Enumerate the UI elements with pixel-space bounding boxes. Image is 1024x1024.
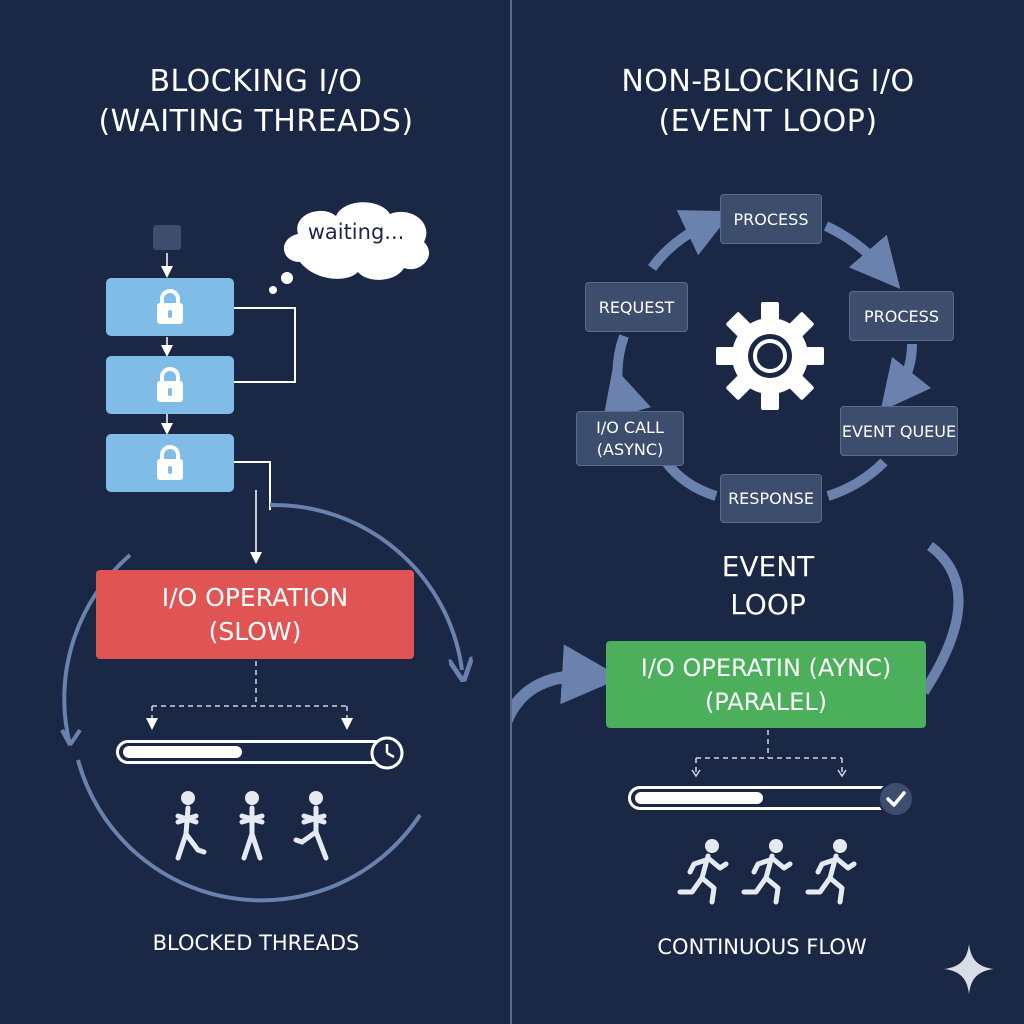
thread-box: [106, 434, 234, 492]
check-icon: [878, 781, 914, 817]
slow-op-line1: I/O OPERATION: [161, 583, 349, 612]
blocked-threads-caption: BLOCKED THREADS: [152, 931, 360, 955]
async-op-line1: I/O OPERATIN (AYNC): [640, 654, 892, 682]
request-square: [153, 225, 181, 250]
running-person-icon: [741, 839, 793, 905]
running-people: [677, 839, 857, 905]
thread-box: [106, 356, 234, 414]
slow-op-line2: (SLOW): [208, 617, 302, 646]
lock-icon: [157, 289, 183, 324]
continuous-flow-caption: CONTINUOUS FLOW: [657, 935, 867, 959]
center-divider: [510, 0, 512, 1024]
nonblocking-title: NON-BLOCKING I/O (EVENT LOOP): [512, 62, 1024, 142]
loop-node-response: RESPONSE: [720, 474, 822, 523]
blocking-title: BLOCKING I/O (WAITING THREADS): [0, 62, 512, 142]
async-op-line2: (PARALEL): [704, 688, 828, 716]
sparkle-icon: [944, 944, 994, 994]
event-loop-cycle: [512, 210, 964, 778]
event-loop-label: EVENT LOOP: [721, 550, 815, 621]
standing-person-icon: [293, 791, 329, 861]
clock-icon: [370, 736, 404, 770]
thread-box: [106, 278, 234, 336]
gear-icon: [716, 302, 824, 410]
thought-bubble-icon: [269, 202, 430, 294]
async-io-operation: I/O OPERATIN (AYNC) (PARALEL): [606, 641, 926, 728]
blocking-title-line1: BLOCKING I/O: [149, 64, 363, 99]
running-person-icon: [805, 839, 857, 905]
blocking-progress-fill: [123, 746, 242, 758]
nonblocking-title-line1: NON-BLOCKING I/O: [621, 64, 915, 99]
standing-person-icon: [239, 791, 265, 861]
loop-node-event-queue: EVENT QUEUE: [840, 406, 958, 456]
nonblocking-progress-fill: [635, 792, 763, 804]
lock-icon: [157, 367, 183, 402]
blocking-connectors: [60, 202, 512, 903]
loop-node-process-top: PROCESS: [720, 194, 822, 244]
standing-person-icon: [175, 791, 207, 861]
blocking-progress-bar: [116, 740, 388, 764]
nonblocking-title-line2: (EVENT LOOP): [658, 104, 878, 139]
lock-icon: [157, 445, 183, 480]
loop-node-request: REQUEST: [585, 282, 688, 332]
blocking-title-line2: (WAITING THREADS): [98, 104, 414, 139]
slow-io-operation: I/O OPERATION (SLOW): [96, 570, 414, 659]
waiting-text: waiting...: [307, 220, 405, 244]
running-person-icon: [677, 839, 729, 905]
loop-node-process-right: PROCESS: [849, 291, 954, 341]
loop-node-io-call: I/O CALL (ASYNC): [576, 411, 684, 466]
nonblocking-progress-bar: [628, 786, 898, 810]
blocked-people: [175, 791, 329, 861]
